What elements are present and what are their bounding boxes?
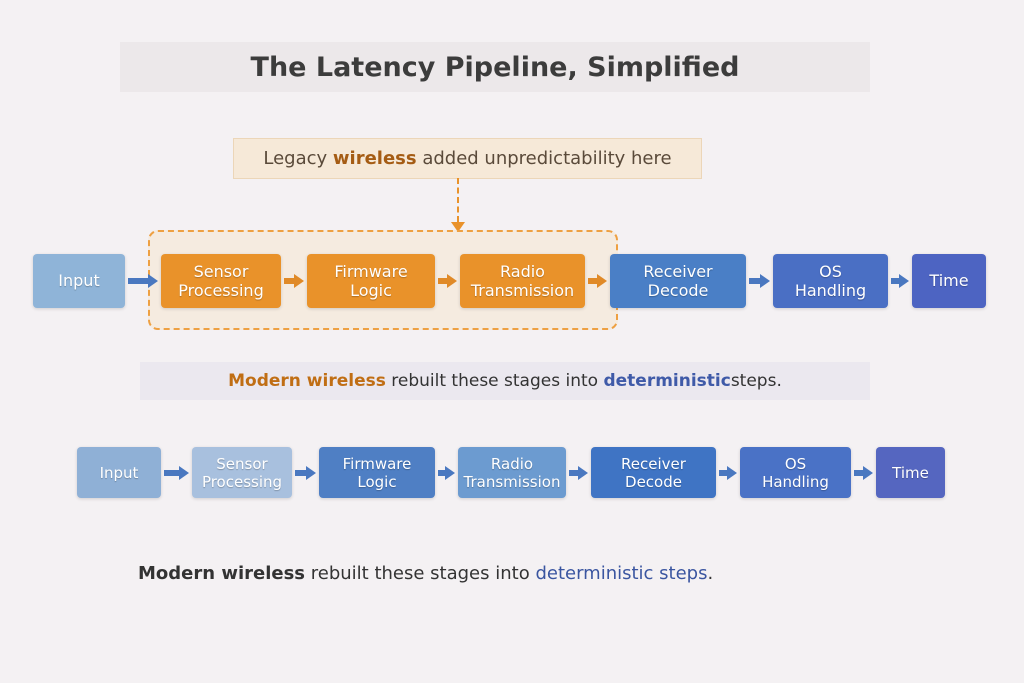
- stage-time: Time: [912, 254, 986, 308]
- stage-time: Time: [876, 447, 945, 498]
- arrowhead-icon: [760, 274, 770, 288]
- arrowhead-icon: [727, 465, 737, 480]
- arrowhead-icon: [447, 274, 457, 288]
- flow-arrow: [749, 278, 761, 284]
- flow-arrow: [438, 278, 448, 284]
- stage-label: Input: [58, 271, 100, 291]
- stage-input: Input: [77, 447, 161, 498]
- arrowhead-icon: [445, 465, 455, 480]
- legacy-callout: Legacy wireless added unpredictability h…: [233, 138, 702, 179]
- arrowhead-icon: [179, 465, 189, 480]
- flow-arrow: [854, 469, 864, 476]
- flow-arrow: [588, 278, 598, 284]
- flow-arrow: [164, 469, 180, 476]
- callout-arrowhead: [451, 222, 465, 232]
- page-title: The Latency Pipeline, Simplified: [250, 51, 740, 83]
- flow-arrow: [438, 469, 446, 476]
- callout-connector: [457, 178, 459, 222]
- flow-arrow: [719, 469, 728, 476]
- arrowhead-icon: [899, 274, 909, 288]
- arrowhead-icon: [578, 465, 588, 480]
- arrowhead-icon: [863, 465, 873, 480]
- stage-label: Time: [892, 463, 929, 482]
- bottom-caption: Modern wireless rebuilt these stages int…: [138, 562, 714, 584]
- stage-label: Input: [99, 463, 139, 482]
- flow-arrow: [284, 278, 295, 284]
- arrowhead-icon: [148, 274, 158, 288]
- arrowhead-icon: [597, 274, 607, 288]
- title-banner: The Latency Pipeline, Simplified: [120, 42, 870, 92]
- flow-arrow: [128, 278, 149, 284]
- arrowhead-icon: [294, 274, 304, 288]
- flow-arrow: [295, 469, 307, 476]
- flow-arrow: [891, 278, 900, 284]
- middle-banner: Modern wireless rebuilt these stages int…: [140, 362, 870, 400]
- arrowhead-icon: [306, 465, 316, 480]
- stage-input: Input: [33, 254, 125, 308]
- flow-arrow: [569, 469, 579, 476]
- stage-label: Time: [929, 271, 969, 291]
